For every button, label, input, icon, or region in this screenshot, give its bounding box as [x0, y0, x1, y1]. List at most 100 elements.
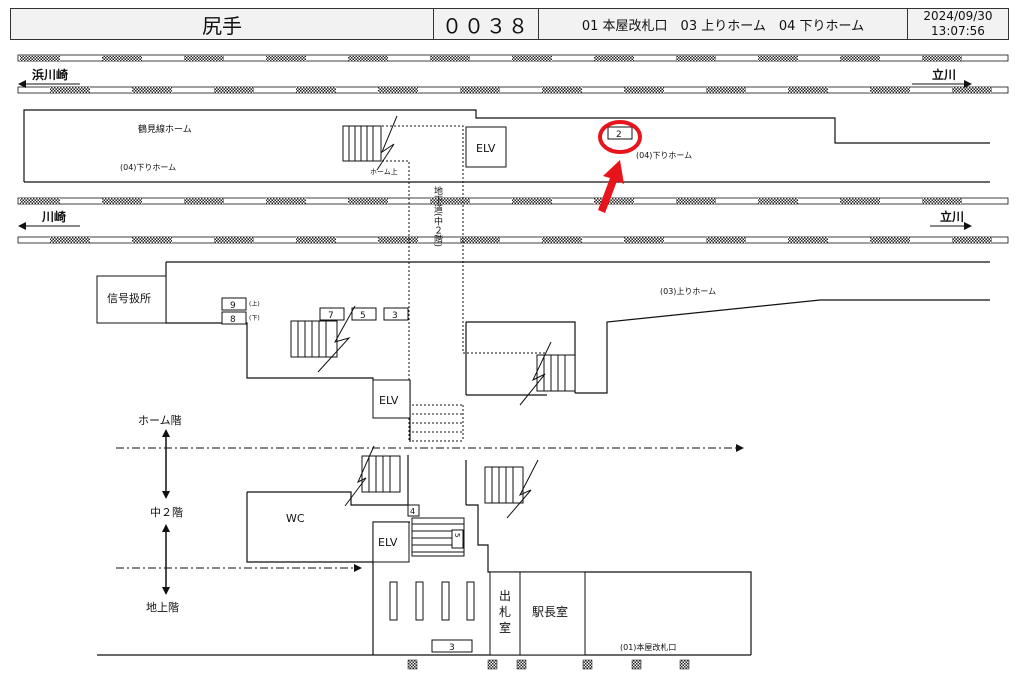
- highlight-ring: [598, 120, 642, 154]
- platform-04-outline: [23, 109, 990, 183]
- rail-sleeper: [214, 87, 254, 93]
- stairs-platform-03-right: [519, 341, 576, 406]
- stairs-platform-03-left: [290, 305, 356, 373]
- level-ground-label: 地上階: [146, 600, 179, 614]
- arrow-left-icon: [18, 222, 26, 230]
- rail-sleeper: [296, 87, 336, 93]
- direction-label-tachikawa-mid: 立川: [940, 209, 964, 224]
- exit-box-7: [319, 307, 345, 321]
- down-tag: (下): [249, 315, 260, 322]
- rail-sleeper: [706, 237, 746, 243]
- elevator-middle-label: ELV: [379, 394, 399, 407]
- elevator-middle: [372, 379, 411, 419]
- wc-label: WC: [286, 512, 305, 525]
- tsurumi-platform-label: 鶴見線ホーム: [138, 123, 192, 135]
- exit-box-3: [383, 307, 409, 321]
- station-name-cell: 尻手: [10, 8, 434, 40]
- station-master-room: [519, 571, 586, 656]
- exit-box-5: [351, 307, 377, 321]
- exit-box-9-label: 9: [230, 301, 236, 311]
- rail-sleeper: [378, 87, 418, 93]
- rail-sleeper: [184, 55, 224, 61]
- rail-sleeper: [50, 87, 90, 93]
- ticket-office-label-1: 出: [499, 589, 511, 603]
- rail-sleeper: [542, 87, 582, 93]
- rail-sleeper: [952, 237, 992, 243]
- rail-sleeper: [676, 55, 716, 61]
- rail-sleeper: [840, 198, 880, 204]
- direction-mid-right: 立川: [930, 209, 972, 230]
- rail-sleeper: [266, 55, 306, 61]
- exit-box-4-label: 4: [410, 507, 415, 516]
- arrow-right-icon: [964, 80, 972, 88]
- rail-sleeper: [706, 87, 746, 93]
- platform-03-outline: [165, 261, 990, 442]
- arrow-down-icon: [162, 491, 170, 499]
- elevator-ground-label: ELV: [378, 536, 398, 549]
- rail-sleeper: [922, 198, 962, 204]
- rail-sleeper: [296, 237, 336, 243]
- rail-sleeper: [624, 237, 664, 243]
- rail-sleeper: [20, 198, 60, 204]
- exit-box-3-ground: [431, 639, 473, 653]
- rail-sleeper: [870, 87, 910, 93]
- rail-sleeper: [512, 55, 552, 61]
- rail-sleeper: [840, 55, 880, 61]
- exit-box-9: [221, 297, 247, 311]
- elevator-top: [465, 126, 507, 168]
- level-home-label: ホーム階: [138, 413, 182, 427]
- underpass-label: 地下道(中２階): [432, 185, 443, 247]
- exit-box-8-label: 8: [230, 315, 236, 325]
- up-tag: (上): [249, 300, 260, 308]
- rail-sleeper: [952, 87, 992, 93]
- stairs-mezzanine-right: [484, 459, 539, 519]
- rail-sleeper: [102, 55, 142, 61]
- rail-sleeper: [348, 55, 388, 61]
- rail-sleeper: [348, 198, 388, 204]
- rail-sleeper: [132, 87, 172, 93]
- home-up-label: ホーム上: [370, 167, 398, 176]
- ticket-office-label-2: 札: [499, 605, 511, 619]
- arrow-left-icon: [18, 80, 26, 88]
- platform-03-label: (03)上りホーム: [660, 287, 716, 296]
- rail-sleeper: [266, 198, 306, 204]
- station-name: 尻手: [202, 13, 242, 38]
- level-mid-label: 中２階: [150, 505, 183, 519]
- station-code: ００３８: [442, 13, 530, 38]
- ticket-gates: [389, 581, 475, 621]
- exit-box-5-vertical-label: 5: [453, 533, 461, 537]
- entrance-markers: [407, 659, 690, 670]
- railway-tracks: [17, 54, 1009, 244]
- exit-list: 01 本屋改札口 03 上りホーム 04 下りホーム: [581, 18, 865, 34]
- exit-list-cell: 01 本屋改札口 03 上りホーム 04 下りホーム: [538, 8, 908, 40]
- rail-sleeper: [594, 198, 634, 204]
- rail-sleeper: [758, 198, 798, 204]
- rail-sleeper: [102, 198, 142, 204]
- signal-room-label: 信号扱所: [107, 291, 151, 305]
- station-code-cell: ００３８: [433, 8, 539, 40]
- highlight-arrow-icon: [598, 160, 624, 213]
- platform-04-label-left: (04)下りホーム: [120, 163, 176, 172]
- rail-sleeper: [378, 237, 418, 243]
- direction-mid-left: 川崎: [18, 209, 80, 230]
- direction-label-tachikawa-top: 立川: [932, 67, 956, 82]
- rail-sleeper: [184, 198, 224, 204]
- exit-box-5-label: 5: [360, 311, 366, 321]
- elevator-top-label: ELV: [476, 142, 496, 155]
- exit-box-3-ground-label: 3: [449, 643, 455, 653]
- platform-04-label-right: (04)下りホーム: [636, 151, 692, 160]
- rail-sleeper: [624, 87, 664, 93]
- direction-label-hamakawasaki: 浜川崎: [32, 67, 68, 82]
- exit-box-4: [407, 504, 420, 517]
- rail-sleeper: [758, 55, 798, 61]
- rail-sleeper: [594, 55, 634, 61]
- rail-sleeper: [870, 237, 910, 243]
- exit-box-5-vertical: [451, 529, 464, 549]
- rail-sleeper: [676, 198, 716, 204]
- signal-room: [96, 275, 167, 324]
- underpass-corridor: [382, 125, 547, 442]
- direction-top-left: 浜川崎: [18, 67, 80, 88]
- rail-sleeper: [460, 237, 500, 243]
- elevator-ground: [372, 521, 410, 563]
